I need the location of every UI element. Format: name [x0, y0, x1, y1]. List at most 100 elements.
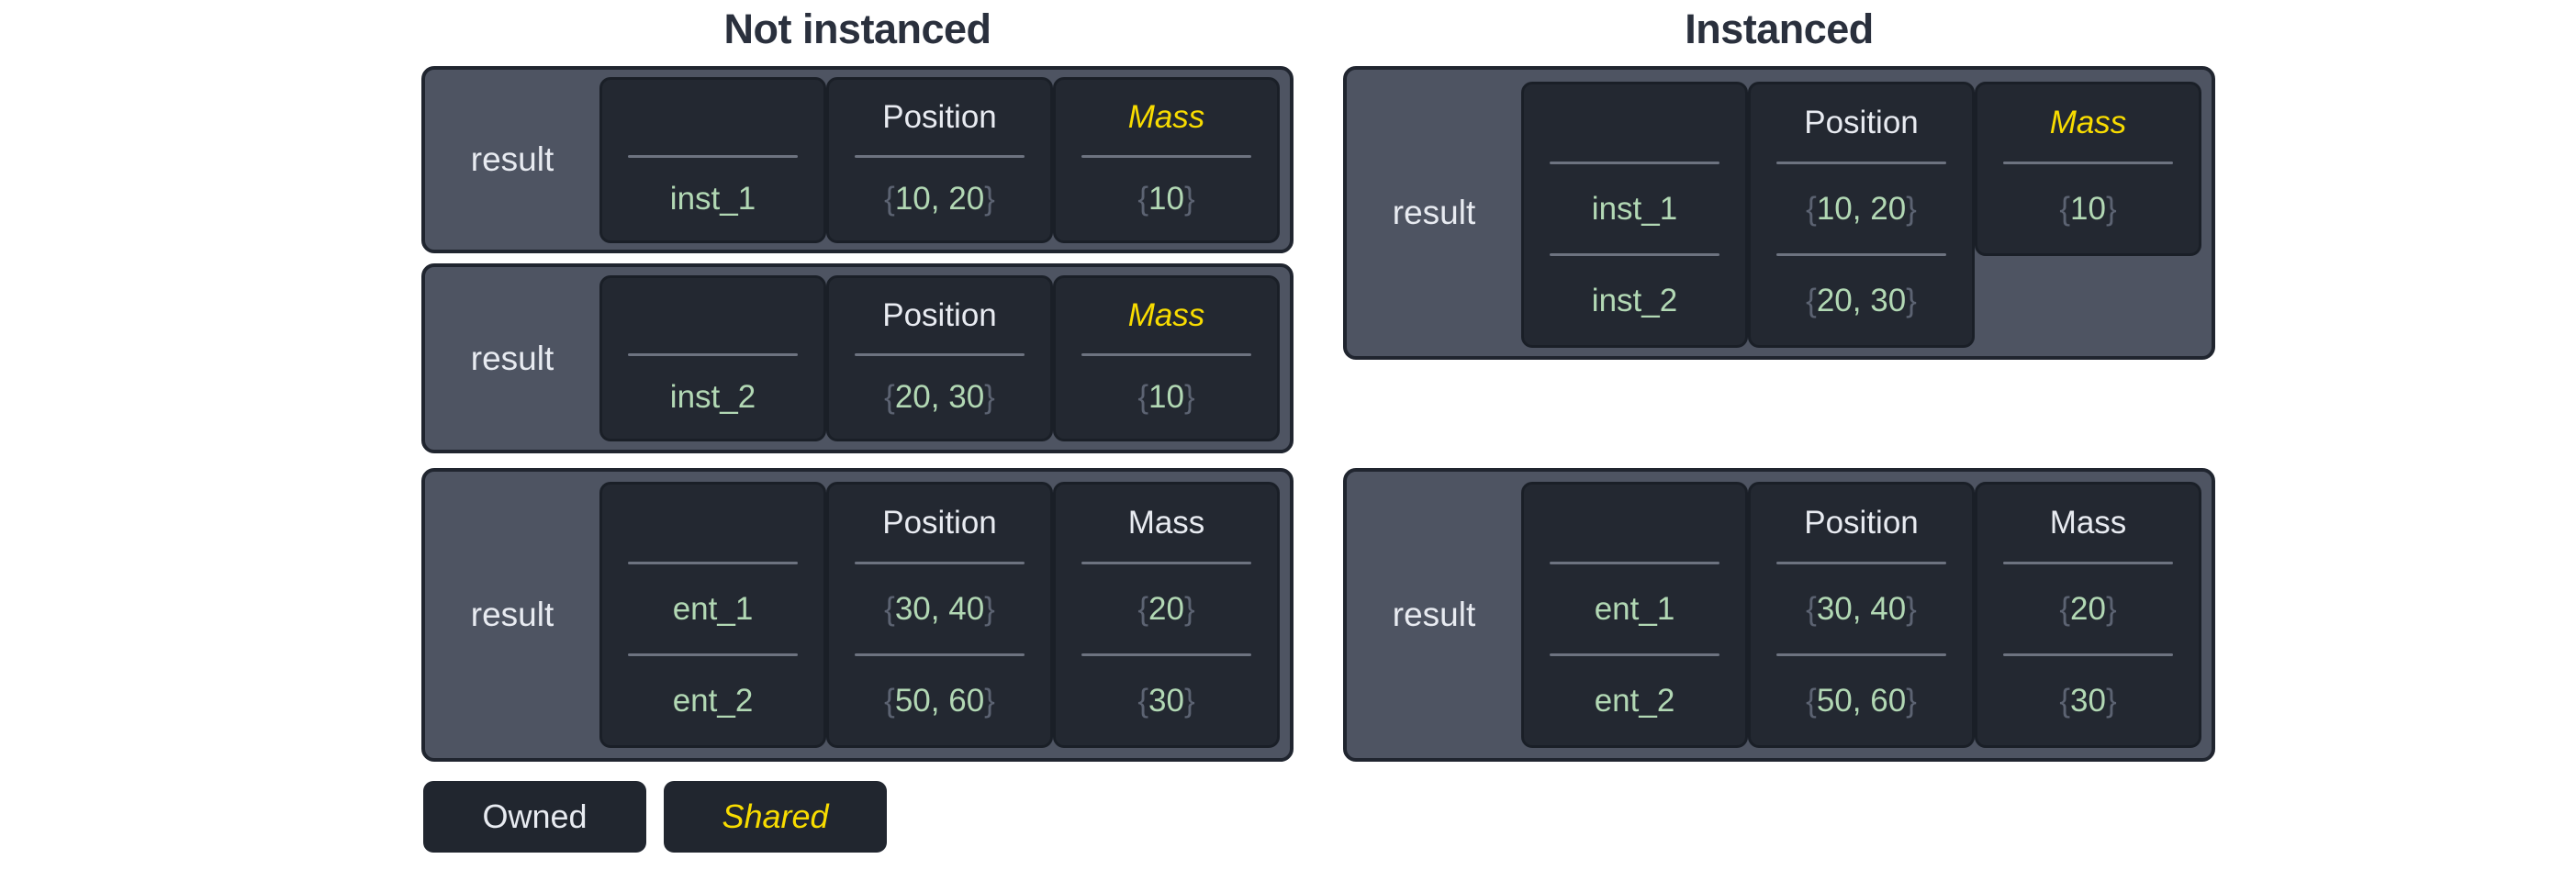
brace-open: {	[1137, 180, 1149, 217]
brace-open: {	[884, 590, 895, 627]
row-divider	[1081, 154, 1252, 158]
value-text: 10, 20	[1816, 190, 1907, 227]
table-columns: inst_1 Position {10, 20}Mass{10}	[599, 70, 1290, 250]
row-divider	[854, 353, 1025, 356]
value-text: 10	[1148, 180, 1184, 217]
value-cell: {50, 60}	[829, 656, 1050, 745]
entity-column: inst_1 inst_2	[1521, 82, 1748, 348]
brace-open: {	[1806, 282, 1817, 318]
value-cell: {10}	[1977, 164, 2199, 253]
entity-cell: inst_1	[669, 180, 756, 217]
value-text: 30	[2070, 682, 2106, 719]
value-text: 10, 20	[894, 180, 985, 217]
not-instanced-title: Not instanced	[723, 6, 991, 52]
brace-close: }	[1183, 379, 1195, 415]
shared-component-header: Mass	[2049, 105, 2127, 140]
value-cell: {10, 20}	[1751, 164, 1972, 253]
row-divider	[1081, 653, 1252, 656]
value-cell: {30}	[1977, 656, 2199, 745]
component-column: Mass{10}	[1053, 76, 1280, 243]
entity-column: ent_1 ent_2	[599, 482, 826, 748]
entity-cell: ent_1	[1594, 590, 1675, 627]
instanced-title: Instanced	[1685, 6, 1874, 52]
entity-cell: inst_1	[1591, 190, 1678, 227]
row-divider	[1081, 353, 1252, 356]
entity-cell: ent_1	[672, 590, 754, 627]
component-header	[602, 278, 823, 353]
entity-cell: ent_2	[1594, 682, 1675, 719]
value-text: 50, 60	[1816, 682, 1907, 719]
component-header: Mass	[2049, 505, 2127, 541]
value-text: 10	[1148, 379, 1184, 415]
brace-close: }	[984, 682, 995, 719]
brace-close: }	[1183, 180, 1195, 217]
shared-component-header: Mass	[1127, 297, 1205, 333]
row-divider	[2002, 562, 2174, 564]
legend-shared: Shared	[664, 781, 887, 853]
table-row-label: result	[470, 140, 554, 178]
component-header: Mass	[1127, 505, 1205, 541]
entity-cell: ent_2	[672, 682, 754, 719]
row-divider	[2002, 653, 2174, 656]
component-column: Mass{20}{30}	[1053, 482, 1280, 748]
table-columns: inst_1 inst_2 Position {10, 20} {20, 30} Mass…	[1521, 70, 2212, 356]
value-text: 30, 40	[1816, 590, 1907, 627]
entity-column: inst_2	[599, 275, 826, 441]
value-text: 30	[1148, 682, 1184, 719]
brace-close: }	[1183, 590, 1195, 627]
entity-column: ent_1 ent_2	[1521, 482, 1748, 748]
value-text: 20	[2070, 590, 2106, 627]
brace-open: {	[1806, 590, 1817, 627]
value-text: 20, 30	[894, 379, 985, 415]
brace-close: }	[2105, 190, 2117, 227]
brace-close: }	[1183, 682, 1195, 719]
row-divider	[854, 562, 1025, 564]
value-text: 50, 60	[894, 682, 985, 719]
value-cell: {10}	[1056, 158, 1277, 240]
brace-close: }	[984, 379, 995, 415]
row-divider	[1775, 162, 1947, 164]
brace-close: }	[2105, 590, 2117, 627]
value-cell: {50, 60}	[1751, 656, 1972, 745]
row-divider	[627, 154, 799, 158]
component-header	[1524, 485, 1745, 562]
brace-close: }	[2105, 682, 2117, 719]
brace-open: {	[1137, 590, 1149, 627]
value-cell: {20}	[1056, 564, 1277, 653]
component-column: Position{10, 20}	[826, 76, 1053, 243]
brace-open: {	[1137, 682, 1149, 719]
brace-open: {	[2059, 190, 2071, 227]
row-divider	[627, 353, 799, 356]
brace-open: {	[1137, 379, 1149, 415]
component-column: Position{30, 40}{50, 60}	[826, 482, 1053, 748]
brace-open: {	[884, 180, 895, 217]
row-divider	[854, 154, 1025, 158]
brace-close: }	[1906, 590, 1917, 627]
row-divider	[1549, 562, 1720, 564]
row-divider	[2002, 162, 2174, 164]
row-divider	[627, 562, 799, 564]
value-cell: {30}	[1056, 656, 1277, 745]
value-text: 20	[1148, 590, 1184, 627]
component-header	[1524, 84, 1745, 162]
table-row-label: result	[1392, 596, 1476, 633]
brace-open: {	[2059, 590, 2071, 627]
component-header: Position	[1804, 505, 1919, 541]
component-column: Mass{20}{30}	[1975, 482, 2201, 748]
component-header: Position	[1804, 105, 1919, 140]
legend-owned: Owned	[423, 781, 646, 853]
table-row-label: result	[470, 596, 554, 633]
component-column: Mass {10}	[1053, 275, 1280, 441]
component-column: Position{20, 30}	[826, 275, 1053, 441]
value-cell: {30, 40}	[1751, 564, 1972, 653]
component-header: Position	[882, 98, 997, 135]
entity-cell: inst_2	[1591, 282, 1678, 318]
value-text: 20, 30	[1816, 282, 1907, 318]
brace-open: {	[884, 379, 895, 415]
brace-close: }	[984, 590, 995, 627]
